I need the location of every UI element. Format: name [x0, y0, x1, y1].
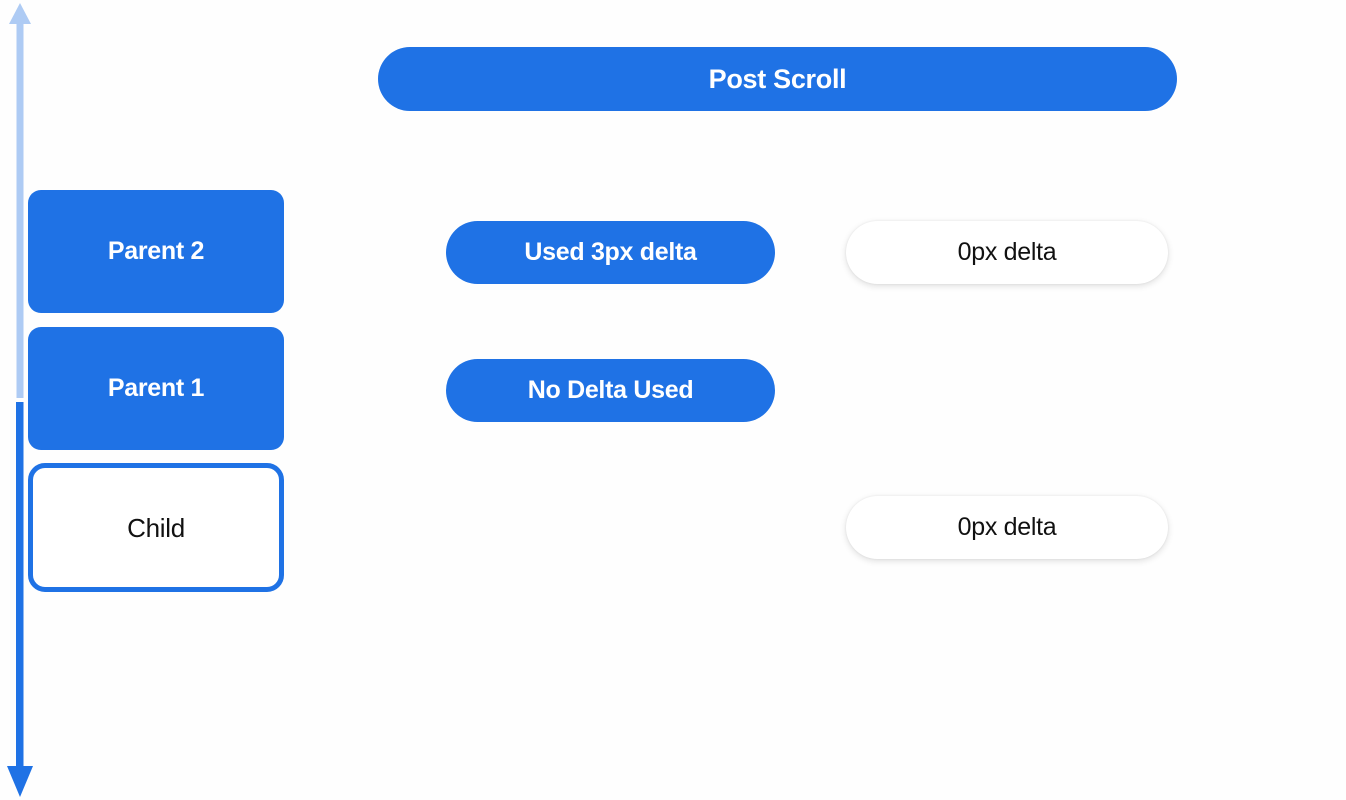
stack-box-parent-1[interactable]: Parent 1: [28, 327, 284, 450]
scroll-up-arrow: [0, 0, 40, 400]
stack-box-parent-2-label: Parent 2: [107, 237, 205, 265]
middle-pill-used-delta[interactable]: Used 3px delta: [446, 221, 775, 284]
scroll-down-arrow: [0, 400, 40, 800]
diagram-canvas: Post Scroll Parent 2 Parent 1 Child Used…: [0, 0, 1177, 797]
arrow-down-icon: [7, 402, 33, 797]
right-pill-delta-bottom[interactable]: 0px delta: [846, 496, 1168, 559]
stack-box-parent-1-label: Parent 1: [107, 374, 205, 402]
stack-box-parent-2[interactable]: Parent 2: [28, 190, 284, 313]
right-pill-delta-bottom-label: 0px delta: [957, 513, 1057, 541]
header-title: Post Scroll: [708, 63, 847, 94]
right-pill-delta-top-label: 0px delta: [957, 238, 1057, 266]
right-pill-delta-top[interactable]: 0px delta: [846, 221, 1168, 284]
arrow-up-icon: [9, 3, 31, 398]
middle-pill-used-delta-label: Used 3px delta: [524, 238, 697, 266]
stack-box-child-label: Child: [127, 512, 185, 543]
header-pill[interactable]: Post Scroll: [378, 47, 1177, 111]
middle-pill-no-delta[interactable]: No Delta Used: [446, 359, 775, 422]
middle-pill-no-delta-label: No Delta Used: [527, 376, 694, 404]
stack-box-child[interactable]: Child: [28, 463, 284, 592]
